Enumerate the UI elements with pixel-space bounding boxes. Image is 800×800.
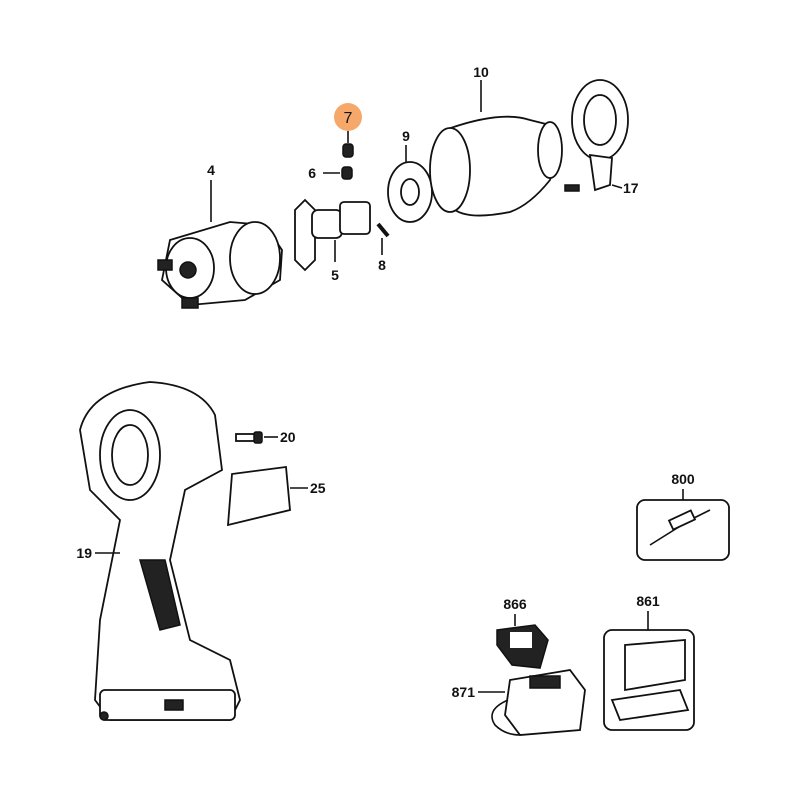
part-861[interactable]: 861: [603, 593, 695, 731]
part-25[interactable]: 25: [227, 465, 326, 527]
label-7: 7: [344, 110, 353, 127]
part-4[interactable]: 4: [157, 162, 283, 309]
part-800[interactable]: 800: [636, 471, 730, 561]
label-20: 20: [280, 429, 296, 445]
part-866[interactable]: 866: [496, 596, 549, 669]
part-10[interactable]: 10: [429, 64, 563, 217]
part-20[interactable]: 20: [235, 429, 296, 445]
highlight-circle: [334, 103, 362, 131]
label-9: 9: [402, 128, 410, 144]
part-9[interactable]: 9: [387, 128, 433, 223]
label-861: 861: [636, 593, 660, 609]
label-8: 8: [378, 257, 386, 273]
part-7[interactable]: 7: [334, 103, 362, 158]
label-6: 6: [308, 165, 316, 181]
label-10: 10: [473, 64, 489, 80]
label-5: 5: [331, 267, 339, 283]
part-19[interactable]: 19: [76, 381, 241, 721]
part-871[interactable]: 871: [452, 669, 586, 736]
label-19: 19: [76, 545, 92, 561]
label-4: 4: [207, 162, 215, 178]
label-871: 871: [452, 684, 476, 700]
label-866: 866: [503, 596, 527, 612]
part-6[interactable]: 6: [308, 165, 353, 181]
label-800: 800: [671, 471, 695, 487]
label-25: 25: [310, 480, 326, 496]
part-17[interactable]: 17: [564, 79, 639, 196]
part-5[interactable]: 5: [294, 198, 371, 283]
part-8[interactable]: 8: [376, 222, 390, 273]
label-17: 17: [623, 180, 639, 196]
